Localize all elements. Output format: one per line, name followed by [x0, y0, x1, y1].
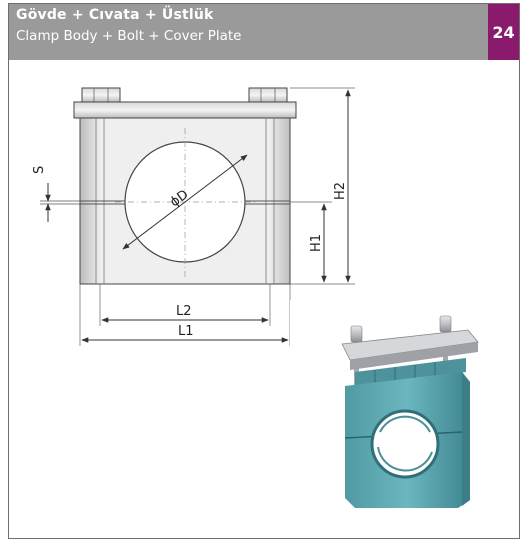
- l2-label: L2: [176, 304, 192, 319]
- section-header: Gövde + Cıvata + Üstlük Clamp Body + Bol…: [9, 4, 488, 60]
- product-photo: [290, 300, 508, 522]
- h1-label: H1: [309, 234, 324, 252]
- h2-label: H2: [333, 182, 348, 200]
- page-number-badge: 24: [488, 4, 519, 60]
- title-turkish: Gövde + Cıvata + Üstlük: [16, 7, 214, 23]
- cover-plate-drawing: [73, 101, 297, 119]
- l1-label: L1: [178, 324, 194, 339]
- diameter-dimension-line: [122, 154, 248, 250]
- title-english: Clamp Body + Bolt + Cover Plate: [16, 28, 242, 44]
- s-label: S: [32, 166, 47, 174]
- bolt-heads: [81, 87, 288, 103]
